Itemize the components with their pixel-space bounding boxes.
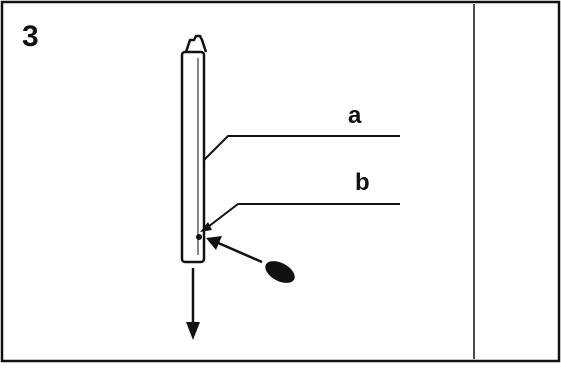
arrow-down-icon: [186, 268, 200, 340]
label-a: a: [348, 102, 362, 129]
leader-line-b: [200, 203, 400, 232]
label-b: b: [355, 169, 370, 196]
arrow-diagonal-icon: [206, 236, 263, 264]
test-probe-icon: [180, 34, 208, 264]
leader-line-a: [203, 135, 400, 161]
step-number: 3: [22, 20, 39, 53]
screwdriver-icon: [265, 261, 295, 283]
